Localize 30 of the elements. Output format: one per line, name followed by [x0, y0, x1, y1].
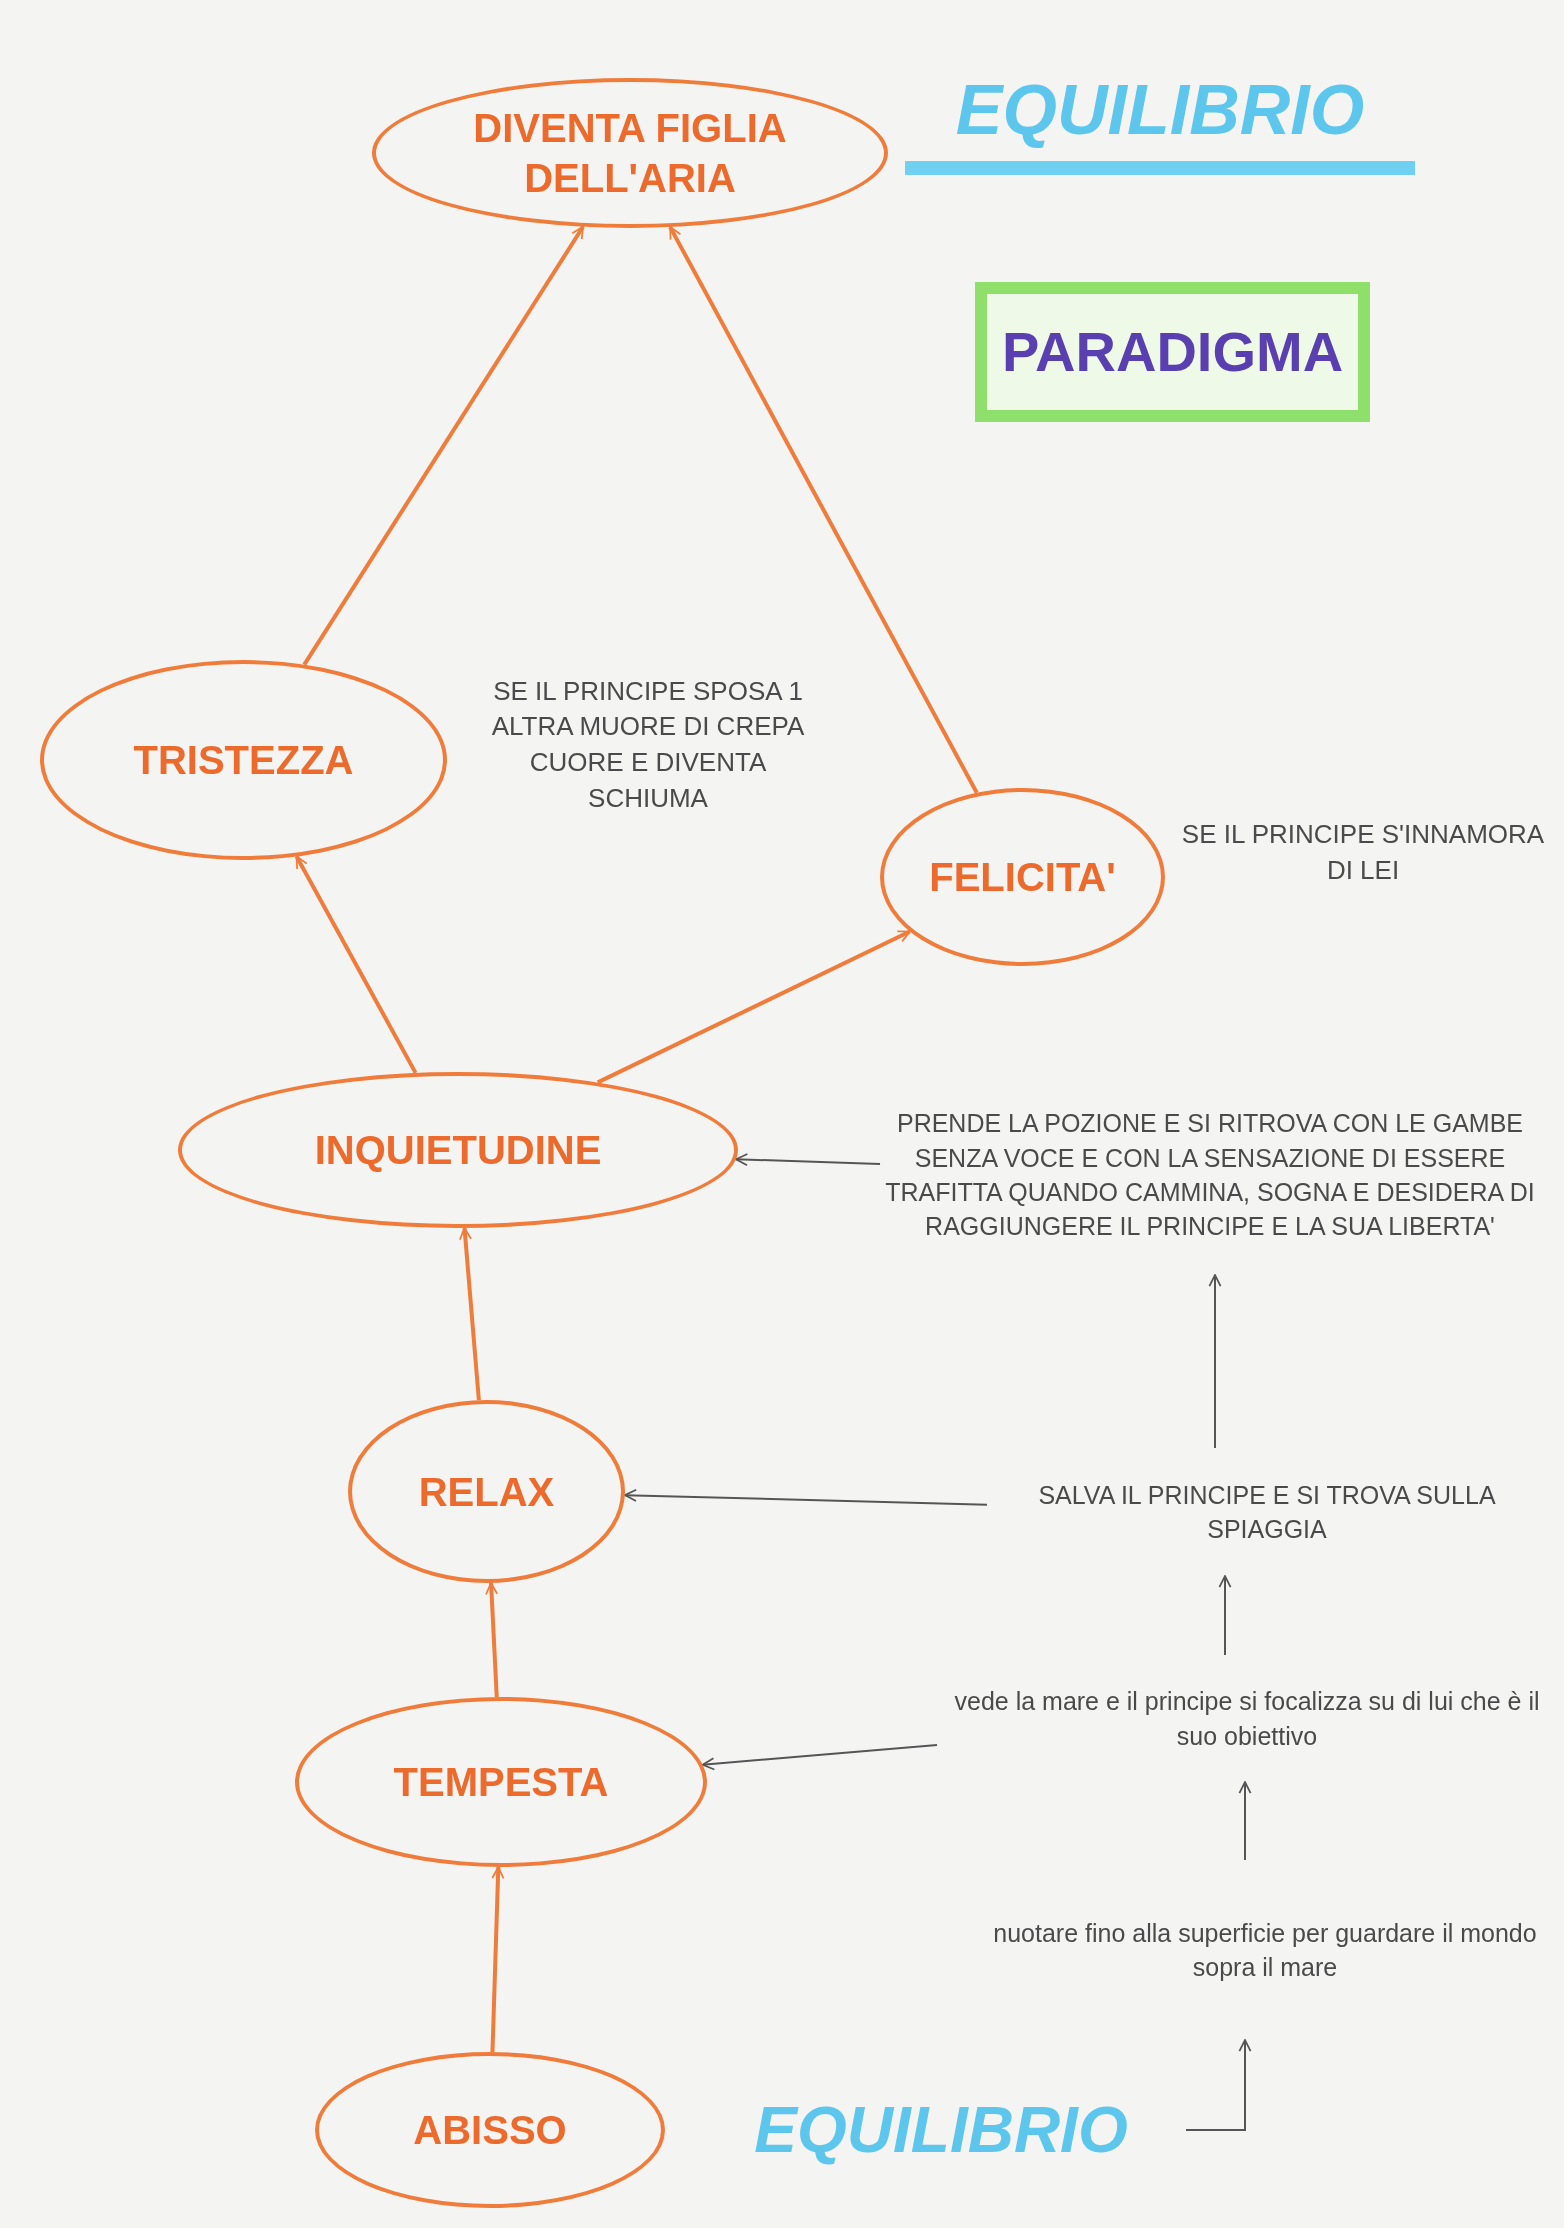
arrow [1185, 2039, 1252, 2131]
side-note: SE IL PRINCIPE S'INNAMORA DI LEI [1180, 818, 1546, 887]
handwritten-note: nuotare fino alla superficie per guardare il mondo sopra il mare [980, 1860, 1550, 2040]
stage-oval: RELAX [348, 1400, 625, 1583]
side-note: SE IL PRINCIPE SPOSA 1 ALTRA MUORE DI CREPA CUORE E DIVENTA SCHIUMA [490, 674, 806, 815]
handwritten-note: PRENDE LA POZIONE E SI RITROVA CON LE GAMBE SENZA VOCE E CON LA SENSAZIONE DI ESSERE TRAFITTA QUANDO CAMMINA, SOGNA E DESIDERA DI RAGGIUNGERE IL PRINCIPE E LA SUA LIBERTA' [880, 1075, 1540, 1275]
arrow [302, 225, 585, 666]
arrow [1238, 1781, 1252, 1861]
stage-oval: TEMPESTA [295, 1697, 707, 1867]
arrow [459, 1227, 481, 1401]
stage-oval: FELICITA' [880, 788, 1165, 966]
handwritten-note: vede la mare e il principe si focalizza su di lui che è il suo obiettivo [937, 1655, 1557, 1782]
stage-oval: TRISTEZZA [40, 660, 447, 860]
highlighted-word: EQUILIBRIO [696, 2070, 1186, 2190]
arrow [294, 855, 418, 1074]
arrow [668, 226, 979, 794]
arrow [735, 1153, 881, 1167]
stage-oval: ABISSO [315, 2052, 665, 2208]
stage-oval: DIVENTA FIGLIA DELL'ARIA [372, 78, 888, 228]
handwritten-note: SALVA IL PRINCIPE E SI TROVA SULLA SPIAGGIA [987, 1448, 1547, 1576]
boxed-heading: PARADIGMA [975, 282, 1370, 422]
underlined-heading: EQUILIBRIO [905, 60, 1415, 175]
arrow [1208, 1274, 1222, 1449]
stage-oval: INQUIETUDINE [178, 1072, 738, 1228]
arrow [596, 929, 911, 1085]
arrow [701, 1743, 938, 1771]
arrow [490, 1866, 505, 2053]
arrow [623, 1488, 988, 1506]
arrow [1218, 1575, 1232, 1656]
arrow [485, 1582, 499, 1698]
